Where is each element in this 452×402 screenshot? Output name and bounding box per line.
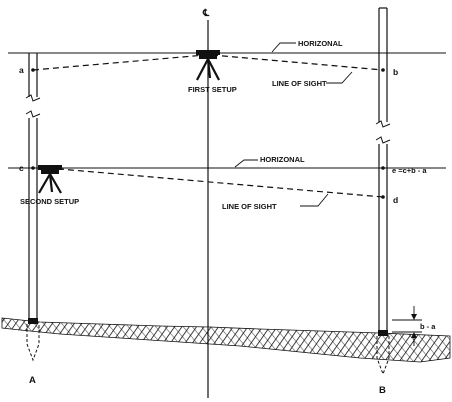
horizontal-lines <box>8 52 446 169</box>
second-setup-label: SECOND SETUP <box>20 197 79 206</box>
point-c-label: c <box>19 163 24 173</box>
rod-right <box>375 7 391 376</box>
first-setup-instrument <box>196 50 220 81</box>
first-setup-label: FIRST SETUP <box>188 85 237 94</box>
line-of-sight-label-top: LINE OF SIGHT <box>272 79 327 88</box>
leader-lines <box>234 42 353 207</box>
lines-of-sight <box>32 54 384 198</box>
centerline-symbol: ℄ <box>202 8 210 19</box>
diff-label: b - a <box>420 322 436 331</box>
point-d-label: d <box>393 195 398 205</box>
point-markers <box>31 68 385 199</box>
second-setup-instrument <box>38 165 62 194</box>
point-b-label: b <box>393 67 398 77</box>
stake-a-label: A <box>29 375 36 386</box>
horizontal-label-top: HORIZONAL <box>298 39 343 48</box>
point-a-label: a <box>19 65 24 75</box>
horizontal-label-mid: HORIZONAL <box>260 155 305 164</box>
line-of-sight-label-mid: LINE OF SIGHT <box>222 202 277 211</box>
ground <box>1 317 451 363</box>
center-line: ℄ <box>202 8 210 398</box>
stake-b-label: B <box>379 385 386 396</box>
rod-left <box>25 53 41 362</box>
point-e-label: e =c+b - a <box>392 166 427 175</box>
diff-dimension <box>392 306 422 346</box>
